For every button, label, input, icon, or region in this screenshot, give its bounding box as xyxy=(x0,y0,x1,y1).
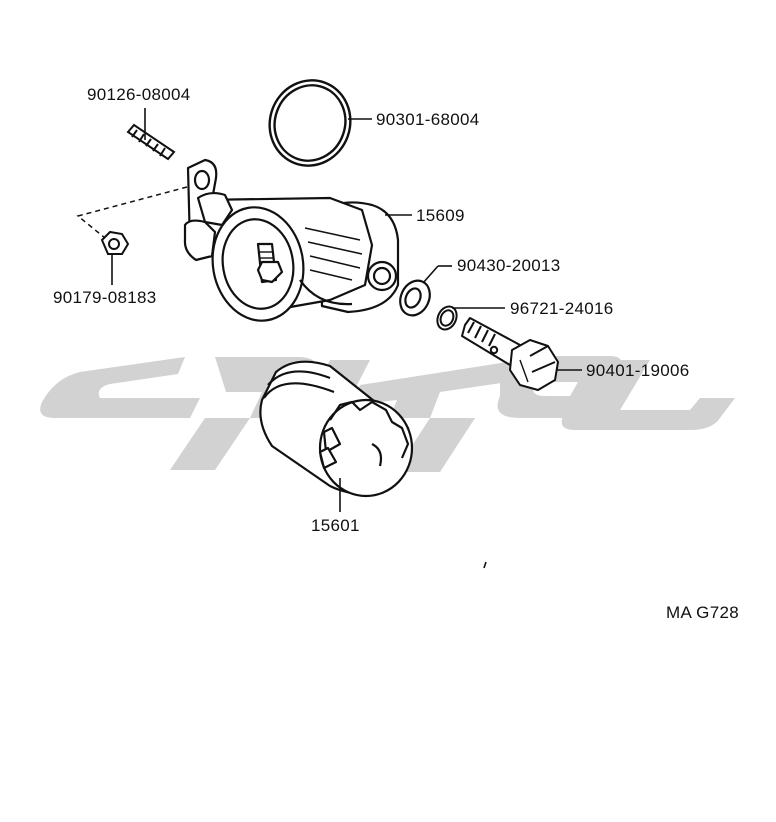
union-bolt-drawing xyxy=(461,317,559,391)
figure-code: MA G728 xyxy=(666,603,739,622)
gasket-leader-line xyxy=(422,265,439,284)
filter-bracket-drawing xyxy=(183,158,400,322)
part-label-gasket[interactable]: 90430-20013 xyxy=(457,256,561,275)
part-label-oil-filter[interactable]: 15601 xyxy=(311,516,360,535)
part-label-filter-bracket[interactable]: 15609 xyxy=(416,206,465,225)
gasket-drawing xyxy=(399,279,431,317)
stud-drawing xyxy=(126,123,176,161)
part-label-stud[interactable]: 90126-08004 xyxy=(87,85,191,104)
part-label-o-ring[interactable]: 90301-68004 xyxy=(376,110,480,129)
nut-drawing xyxy=(100,230,130,255)
oil-filter-drawing xyxy=(259,360,414,498)
part-label-nut[interactable]: 90179-08183 xyxy=(53,288,157,307)
washer-drawing xyxy=(436,305,458,331)
installation-dashed-line xyxy=(76,186,188,239)
part-label-union-bolt[interactable]: 90401-19006 xyxy=(586,361,690,380)
part-label-washer[interactable]: 96721-24016 xyxy=(510,299,614,318)
stray-mark xyxy=(483,561,487,569)
o-ring-drawing xyxy=(268,79,352,167)
